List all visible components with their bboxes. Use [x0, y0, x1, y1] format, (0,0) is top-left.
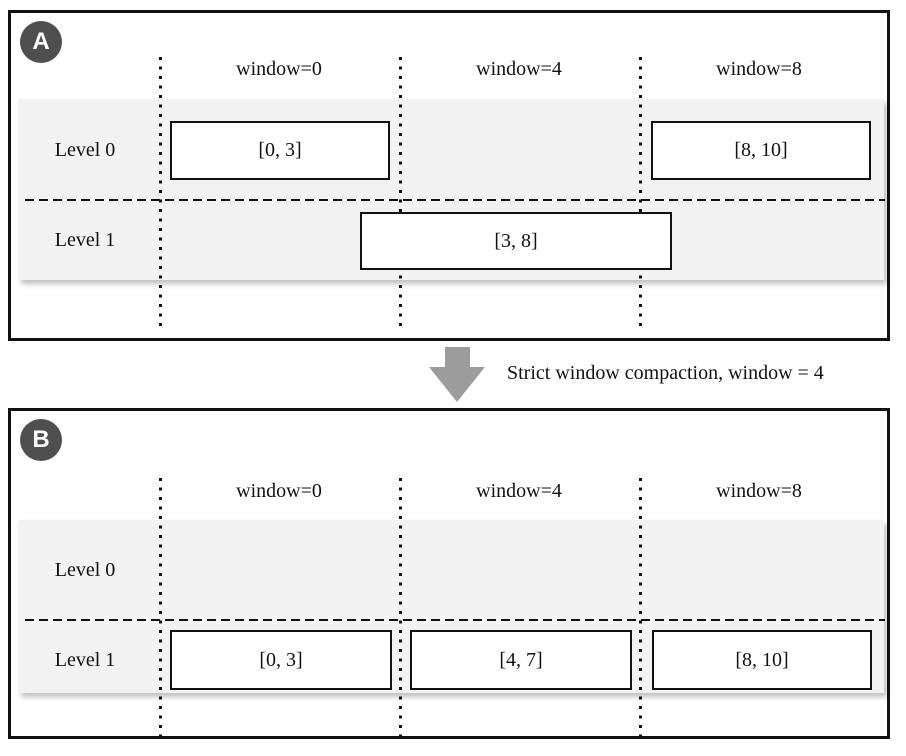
- down-arrow-icon: [445, 347, 470, 368]
- panel-a-window-boundary-line-4: [399, 57, 402, 330]
- panel-a-column-header-window-0: window=0: [236, 58, 322, 80]
- panel-b-level-divider-line: [25, 619, 885, 621]
- panel-a-badge: A: [20, 21, 62, 63]
- transition-caption: Strict window compaction, window = 4: [507, 362, 824, 384]
- sstable-run-box: [8, 10]: [652, 630, 872, 690]
- panel-a-column-header-window-4: window=4: [476, 58, 562, 80]
- panel-b-badge: B: [20, 419, 62, 461]
- panel-b-level-0-label: Level 0: [54, 559, 116, 581]
- sstable-run-box: [0, 3]: [170, 630, 392, 690]
- panel-a-column-header-window-8: window=8: [716, 58, 802, 80]
- panel-a-window-boundary-line-0: [159, 57, 162, 330]
- panel-b-column-header-window-8: window=8: [716, 480, 802, 502]
- panel-b-level-1-label: Level 1: [54, 649, 116, 671]
- down-arrow-head-icon: [429, 367, 485, 402]
- panel-b-window-boundary-line-8: [639, 478, 642, 736]
- panel-a: A window=0 window=4 window=8 Level 0 Lev…: [8, 10, 890, 341]
- panel-b-column-header-window-4: window=4: [476, 480, 562, 502]
- panel-a-level-0-label: Level 0: [54, 139, 116, 161]
- panel-a-level-1-label: Level 1: [54, 229, 116, 251]
- panel-b: B window=0 window=4 window=8 Level 0 Lev…: [8, 408, 890, 739]
- sstable-run-box: [4, 7]: [410, 630, 632, 690]
- sstable-run-box: [8, 10]: [651, 121, 871, 180]
- panel-b-column-header-window-0: window=0: [236, 480, 322, 502]
- panel-a-window-boundary-line-8: [639, 57, 642, 330]
- panel-b-window-boundary-line-0: [159, 478, 162, 736]
- panel-b-window-boundary-line-4: [399, 478, 402, 736]
- panel-a-level-divider-line: [25, 199, 885, 201]
- sstable-run-box: [0, 3]: [170, 121, 390, 180]
- sstable-run-box: [3, 8]: [360, 212, 672, 270]
